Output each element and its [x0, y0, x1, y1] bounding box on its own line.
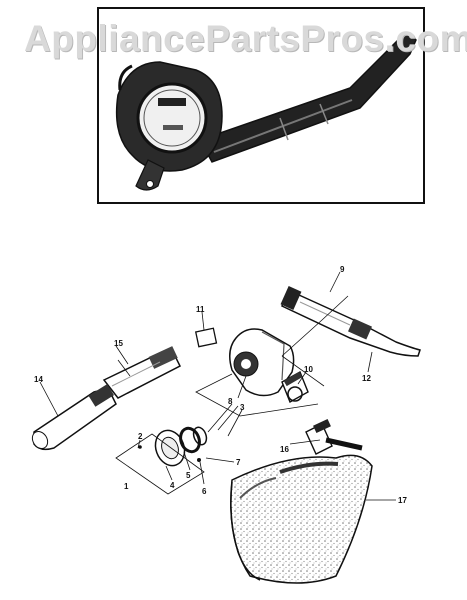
callout-8-upper: 8 — [228, 397, 233, 406]
part-11-gasket — [194, 327, 218, 348]
callout-7: 7 — [236, 458, 241, 467]
callout-6: 6 — [202, 487, 207, 496]
callout-16: 16 — [280, 445, 289, 454]
callout-1: 1 — [124, 482, 129, 491]
rings-assembly — [138, 426, 208, 467]
callout-2: 2 — [138, 432, 143, 441]
reference-lines — [39, 271, 396, 501]
part-9-upper-tube — [280, 286, 421, 357]
callout-11: 11 — [196, 305, 205, 314]
part-10-coupling — [281, 371, 309, 403]
callout-15: 15 — [114, 339, 123, 348]
callout-10: 10 — [304, 365, 313, 374]
part-17-bag — [230, 454, 373, 584]
callout-5: 5 — [186, 471, 191, 480]
callout-17: 17 — [398, 496, 407, 505]
callout-14: 14 — [34, 375, 43, 384]
part-16-connector — [305, 418, 363, 455]
callout-4: 4 — [170, 481, 175, 490]
callout-12: 12 — [362, 374, 371, 383]
part-14-nozzle — [31, 384, 117, 451]
callout-9: 9 — [340, 265, 345, 274]
callout-3: 3 — [240, 403, 245, 412]
assembled-view-box — [97, 7, 425, 204]
part-15-tube — [102, 346, 182, 399]
